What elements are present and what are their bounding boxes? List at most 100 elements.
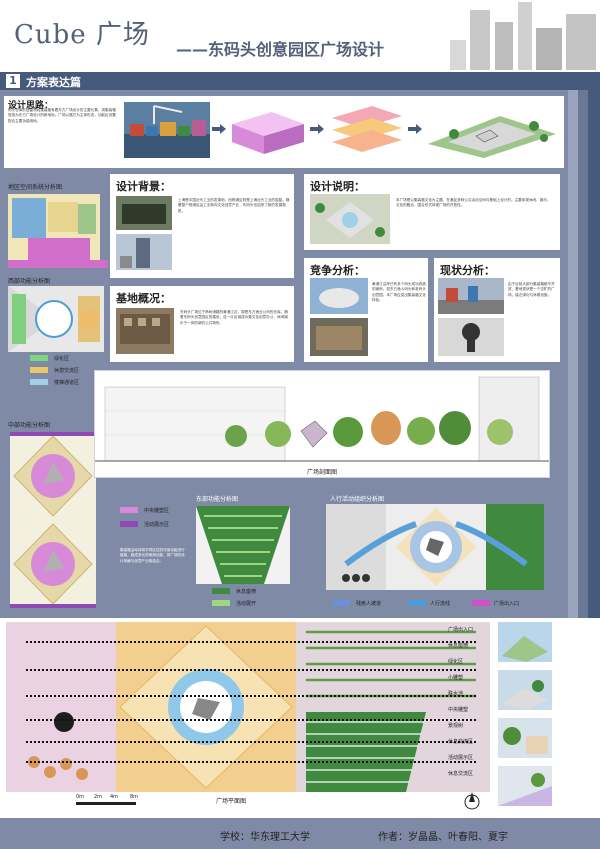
footer-school: 学校：华东理工大学 [220,832,310,843]
north-arrow-icon [464,792,480,810]
background-title: 设计背景： [116,180,171,193]
tree-illustration [487,419,513,445]
tree-illustration [371,411,401,445]
pedestrian-legend-2: 人行流线 [430,601,451,607]
status-photo-1 [438,278,504,314]
east-function-title: 东部功能分析图 [196,496,239,503]
site-photo [116,308,174,354]
arrow-right-icon [212,124,226,134]
plan-view-photo-3 [498,718,552,758]
arrow-right-icon [408,124,422,134]
scale-label-0: 0m [76,794,85,800]
legend-swatch-purple [120,521,138,527]
middle-legend-2: 活动展示区 [144,522,170,528]
plan-side-labels: 广场出入口 休息座椅 绿化区 小雕塑 跌水池 中央雕塑 景观树 休息交流区 活动… [448,626,492,786]
spatial-system-map [8,194,100,268]
plan-side-label: 休息座椅 [448,643,469,649]
plan-area: 广场出入口 休息座椅 绿化区 小雕塑 跌水池 中央雕塑 景观树 休息交流区 活动… [0,618,600,818]
section-skyline [95,371,549,477]
plan-view-photo-1 [498,622,552,662]
tree-illustration [265,421,291,447]
tree-illustration [333,417,363,447]
scale-label-2: 2m [94,794,103,800]
plan-side-label: 跌水池 [448,691,464,697]
arrow-right-icon [310,124,324,134]
port-photo [124,102,210,158]
concept-heading: 设计思路： [8,101,54,111]
competition-photo-2 [310,318,368,356]
plan-side-label: 活动展示区 [448,755,474,761]
tree-illustration [225,425,247,447]
competition-photo-1 [310,278,368,314]
scale-bar [76,802,136,805]
legend-swatch-dark-green [212,588,230,594]
background-text: 上海是中国近代工业的发源地，而杨浦区则是上海近代工业的摇篮。随着整个杨浦区由工业… [178,198,290,213]
scale-label-4: 4m [110,794,119,800]
layered-massing [332,106,402,152]
pedestrian-title: 人行活动组织分析图 [330,496,385,503]
plan-side-label: 休息交流区 [448,771,474,777]
right-strip-light [568,90,578,818]
right-strip-mid [578,90,588,818]
background-photo-2 [116,234,172,270]
pedestrian-flow-diagram [326,504,544,590]
west-legend-3: 楼梯通道区 [54,380,80,386]
plaza-aerial-render [428,116,556,158]
west-function-title: 西部功能分析图 [8,278,51,285]
legend-swatch-orange [30,367,48,373]
middle-legend-1: 中央雕塑区 [144,508,170,514]
legend-swatch-pink [120,507,138,513]
competition-panel: 竞争分析： 黄浦江沿岸已有多个码头成功改造的案例，如东方渔人码头和老码头创意园。… [304,258,428,362]
background-photo-1 [116,196,172,230]
plan-side-label: 景观树 [448,723,464,729]
section-number: 1 [6,74,20,88]
plan-side-label: 休息交流区 [448,739,474,745]
plan-caption: 广场平面图 [216,798,247,805]
west-function-diagram [8,286,104,352]
plan-side-label: 广场出入口 [448,627,474,633]
middle-function-note: 集装箱活动体将不同区位的可用功能进行链接，组成多元的使用功能，将广场的设计风格与… [120,548,185,563]
section-label: 方案表达篇 [26,76,81,89]
design-text: 本广场是以集装箱文化为主题，在满足多种公共活动空间与基础上设计的，主要体现休闲、… [396,198,551,208]
design-panel: 设计说明： 本广场是以集装箱文化为主题，在满足多种公共活动空间与基础上设计的，主… [304,174,560,250]
plan-side-label: 绿化区 [448,659,464,665]
legend-swatch-flow [408,600,426,606]
pedestrian-legend-1: 残疾人坡道 [356,601,382,607]
tree-illustration [439,411,471,445]
legend-swatch-light-green [212,600,230,606]
status-panel: 现状分析： 由于目前大部分集装箱都不开放，基地现状是一个空旷的广场，缺乏绿化与休… [434,258,560,362]
tree-illustration [407,417,435,445]
design-render [310,194,390,244]
section-header-bar [0,72,600,90]
legend-swatch-entrance [472,600,490,606]
background-panel: 设计背景： 上海是中国近代工业的发源地，而杨浦区则是上海近代工业的摇篮。随着整个… [110,174,294,278]
legend-swatch-blue [30,379,48,385]
plan-side-label: 小雕塑 [448,675,464,681]
plan-view-photo-4 [498,766,552,806]
design-title: 设计说明： [310,180,365,193]
city-silhouette-illustration [450,2,596,70]
middle-function-title: 中部功能分析图 [8,422,51,429]
legend-swatch-green [30,355,48,361]
legend-swatch-ramp [332,600,350,606]
pedestrian-legend-3: 广场出入口 [494,601,520,607]
scale-label-8: 8m [130,794,139,800]
site-title: 基地概况： [116,292,171,305]
west-legend-1: 绿化区 [54,356,70,362]
poster-subtitle: ——东码头创意园区广场设计 [176,40,385,59]
status-title: 现状分析： [440,264,495,277]
east-legend-1: 休息座椅 [236,589,257,595]
poster-title: Cube 广场 [14,20,150,50]
concept-text: 码头仓库的遗留物经集装箱有着东方广场设计的主要元素，将集装箱堆放为东方广场设计的… [8,108,116,123]
section-elevation-drawing: 广场剖面图 [94,370,550,478]
plan-side-label: 中央雕塑 [448,707,469,713]
east-function-diagram [196,506,290,584]
plan-view-photo-2 [498,670,552,710]
status-text: 由于目前大部分集装箱都不开放，基地现状是一个空旷的广场，缺乏绿化与休憩设施。 [508,282,555,297]
footer-bar [0,818,600,849]
spatial-system-title: 地区空间系统分析图 [8,184,63,191]
site-text: 东码头广场位于杨树浦路的黄浦江边，原是东方渔业公司的仓库。随着东码头创意园区的建… [180,310,288,325]
status-photo-2 [438,318,504,356]
plaza-plan-drawing [6,622,490,792]
competition-title: 竞争分析： [310,264,365,277]
